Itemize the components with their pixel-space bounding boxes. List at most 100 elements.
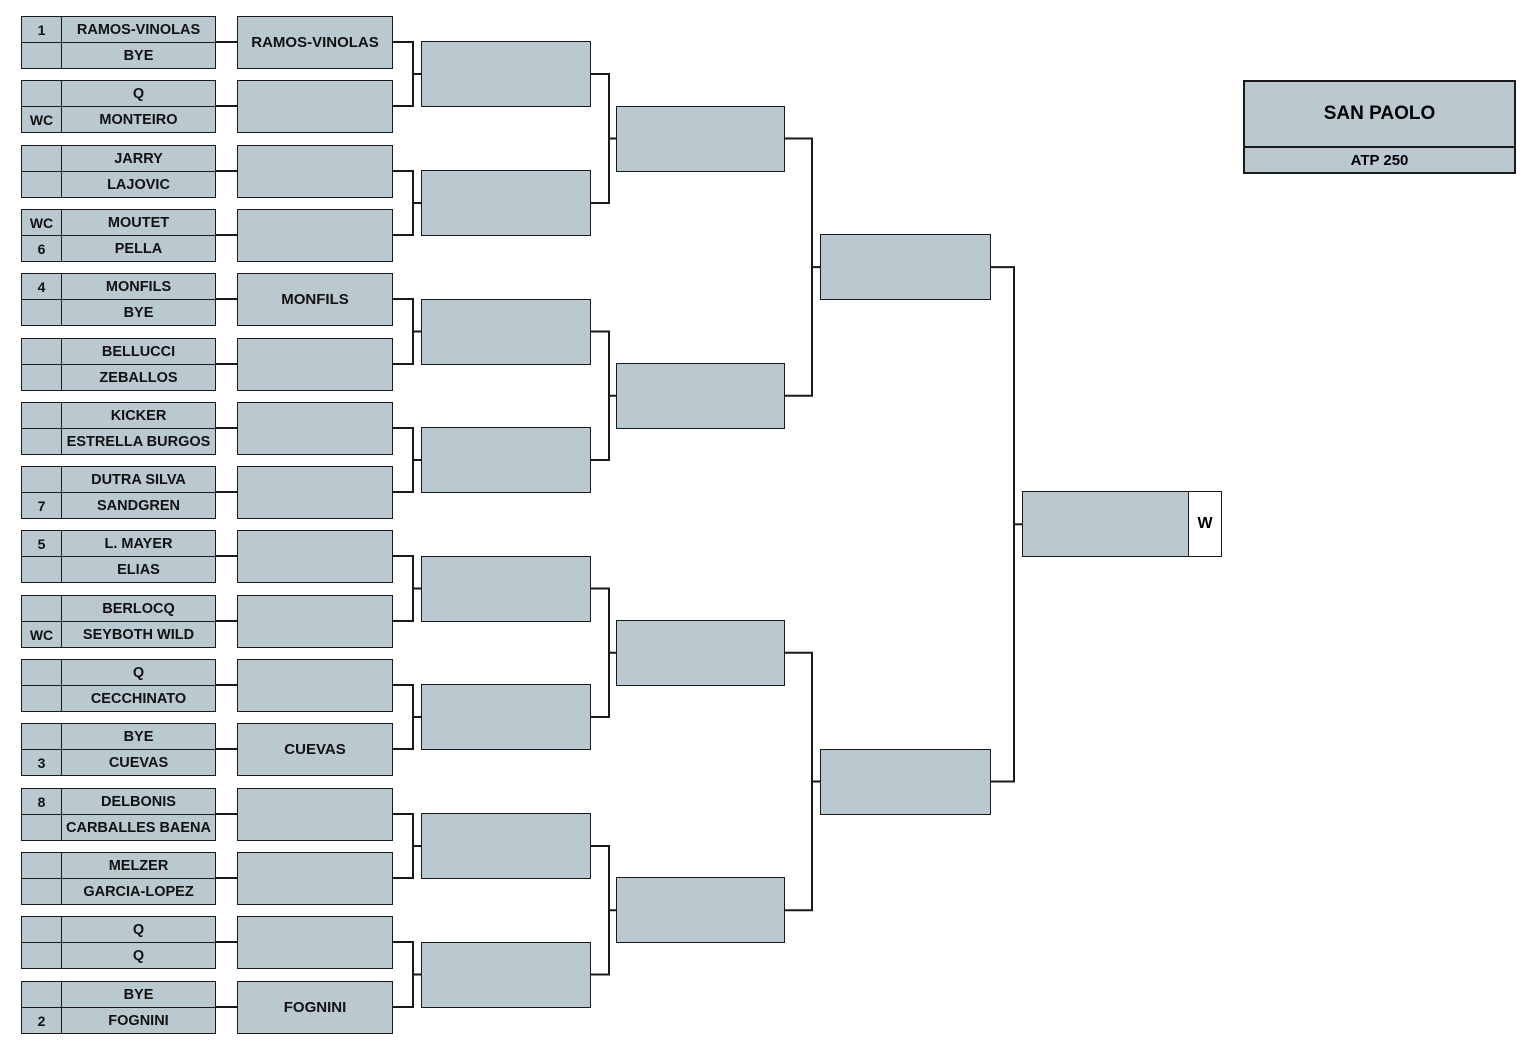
round2-slot <box>237 338 393 391</box>
semifinal-slot <box>616 619 785 686</box>
quarterfinal-slot <box>421 941 591 1008</box>
bracket-connector <box>991 266 1015 783</box>
seed-cell <box>21 916 62 943</box>
round2-slot <box>237 80 393 133</box>
player-name: MELZER <box>61 852 216 879</box>
quarterfinal-slot <box>421 813 591 879</box>
winner-label: W <box>1188 491 1222 558</box>
semifinal-slot <box>616 362 785 429</box>
bracket-connector <box>591 587 610 718</box>
seed-cell <box>21 878 62 905</box>
player-name: PELLA <box>61 235 216 262</box>
quarterfinal-slot <box>421 170 591 236</box>
seed-cell <box>21 595 62 622</box>
seed-cell: 4 <box>21 273 62 300</box>
quarterfinal-slot <box>421 41 591 107</box>
round2-slot <box>237 466 393 519</box>
player-name: SEYBOTH WILD <box>61 621 216 648</box>
round2-slot <box>237 659 393 712</box>
seed-cell: 5 <box>21 530 62 557</box>
player-name: SANDGREN <box>61 492 216 519</box>
bracket-connector <box>591 73 610 204</box>
bracket-connector <box>591 330 610 461</box>
seed-cell: 7 <box>21 492 62 519</box>
tournament-name: SAN PAOLO <box>1245 82 1514 148</box>
tournament-category: ATP 250 <box>1350 151 1409 169</box>
seed-cell <box>21 299 62 326</box>
bracket-connector <box>393 41 414 107</box>
player-name: ELIAS <box>61 556 216 583</box>
player-name: BYE <box>61 723 216 750</box>
player-name: Q <box>61 659 216 686</box>
bracket-connector <box>393 813 414 879</box>
seed-cell: 6 <box>21 235 62 262</box>
player-name: GARCIA-LOPEZ <box>61 878 216 905</box>
player-name: LAJOVIC <box>61 171 216 198</box>
bracket-connector <box>393 684 414 750</box>
seed-cell <box>21 145 62 172</box>
semifinal-slot <box>616 105 785 172</box>
player-name: KICKER <box>61 402 216 429</box>
seed-cell: WC <box>21 106 62 133</box>
bracket-connector <box>393 427 414 493</box>
bracket-connector <box>591 845 610 976</box>
seed-cell <box>21 338 62 365</box>
seed-cell <box>21 942 62 969</box>
player-name: RAMOS-VINOLAS <box>61 16 216 43</box>
player-name: BYE <box>61 42 216 69</box>
player-name: ESTRELLA BURGOS <box>61 428 216 455</box>
seed-cell: WC <box>21 621 62 648</box>
player-name: DELBONIS <box>61 788 216 815</box>
round2-slot <box>237 209 393 262</box>
player-name: MONFILS <box>61 273 216 300</box>
tournament-header: SAN PAOLO ATP 250 <box>1243 80 1516 174</box>
player-name: CUEVAS <box>61 749 216 776</box>
player-name: BERLOCQ <box>61 595 216 622</box>
bracket-connector <box>393 170 414 236</box>
player-name: CECCHINATO <box>61 685 216 712</box>
seed-cell: 8 <box>21 788 62 815</box>
seed-cell <box>21 981 62 1008</box>
player-name: BELLUCCI <box>61 338 216 365</box>
player-name: L. MAYER <box>61 530 216 557</box>
final-slot <box>820 234 991 301</box>
player-name: FOGNINI <box>61 1007 216 1034</box>
seed-cell <box>21 42 62 69</box>
bracket-connector <box>785 137 813 397</box>
player-name: DUTRA SILVA <box>61 466 216 493</box>
player-name: CARBALLES BAENA <box>61 814 216 841</box>
bracket-connector <box>393 298 414 365</box>
winner-slot <box>1022 491 1190 558</box>
semifinal-slot <box>616 877 785 944</box>
seed-cell <box>21 723 62 750</box>
quarterfinal-slot <box>421 427 591 493</box>
quarterfinal-slot <box>421 684 591 750</box>
seed-cell <box>21 659 62 686</box>
seed-cell: WC <box>21 209 62 236</box>
seed-cell: 3 <box>21 749 62 776</box>
seed-cell <box>21 852 62 879</box>
seed-cell <box>21 364 62 391</box>
round2-slot <box>237 595 393 648</box>
seed-cell <box>21 402 62 429</box>
bracket-connector <box>785 651 813 912</box>
seed-cell: 2 <box>21 1007 62 1034</box>
seed-cell <box>21 466 62 493</box>
player-name: Q <box>61 80 216 107</box>
final-slot <box>820 748 991 815</box>
seed-cell <box>21 685 62 712</box>
round2-slot <box>237 788 393 841</box>
player-name: BYE <box>61 299 216 326</box>
seed-cell <box>21 80 62 107</box>
seed-cell <box>21 428 62 455</box>
round2-slot: RAMOS-VINOLAS <box>237 16 393 69</box>
seed-cell <box>21 556 62 583</box>
round2-slot <box>237 402 393 455</box>
round2-slot: CUEVAS <box>237 723 393 776</box>
seed-cell <box>21 814 62 841</box>
player-name: Q <box>61 942 216 969</box>
player-name: JARRY <box>61 145 216 172</box>
player-name: BYE <box>61 981 216 1008</box>
player-name: Q <box>61 916 216 943</box>
